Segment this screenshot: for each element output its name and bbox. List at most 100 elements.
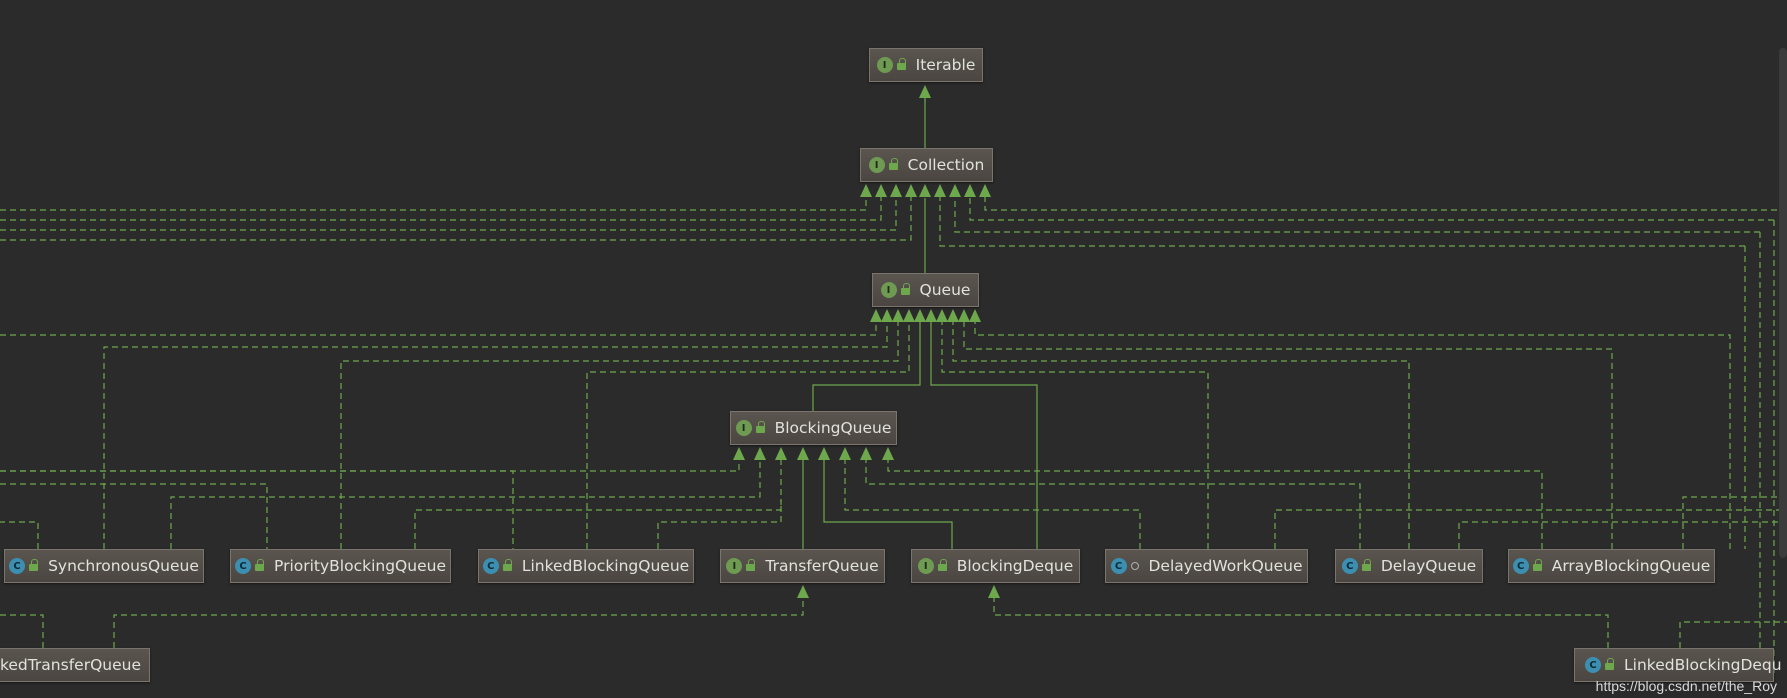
inheritance-edge <box>0 460 740 472</box>
node-label: LinkedBlockingDequ <box>1624 656 1782 674</box>
blocking-queue-arrowhead <box>754 447 766 460</box>
inheritance-edge <box>993 598 1609 648</box>
public-lock-icon <box>746 558 756 571</box>
public-lock-icon <box>900 282 911 295</box>
node-queue[interactable]: I Queue <box>872 273 979 307</box>
blocking-queue-arrowhead <box>733 447 745 460</box>
inheritance-edge <box>844 460 1141 549</box>
collection-arrowhead <box>860 184 872 197</box>
node-label: Iterable <box>915 56 976 74</box>
queue-arrowhead <box>870 309 882 322</box>
public-lock-icon <box>1605 657 1615 670</box>
blocking-deque-arrowhead <box>988 585 1000 598</box>
inheritance-edge <box>0 521 39 549</box>
node-linked-blocking-deque[interactable]: C LinkedBlockingDequ <box>1574 648 1782 682</box>
node-blocking-queue[interactable]: I BlockingQueue <box>730 411 897 445</box>
public-lock-icon <box>1532 558 1543 571</box>
node-label: nkedTransferQueue <box>0 656 141 674</box>
public-lock-icon <box>888 157 899 170</box>
node-label: SynchronousQueue <box>48 557 199 575</box>
node-label: TransferQueue <box>765 557 879 575</box>
interface-icon: I <box>876 57 893 73</box>
inheritance-edge <box>340 322 899 549</box>
collection-arrowhead <box>934 184 946 197</box>
inheritance-edge <box>1679 621 1787 648</box>
queue-arrowhead <box>881 309 893 322</box>
inheritance-edge <box>0 614 44 648</box>
node-label: Collection <box>907 156 985 174</box>
inheritance-edge <box>823 460 953 549</box>
collection-arrowhead <box>949 184 961 197</box>
collection-arrowhead <box>890 184 902 197</box>
interface-icon: I <box>868 157 885 173</box>
node-transfer-queue[interactable]: I TransferQueue <box>720 549 885 583</box>
inheritance-edge <box>0 470 514 549</box>
node-delay-queue[interactable]: C DelayQueue <box>1335 549 1483 583</box>
node-collection[interactable]: I Collection <box>860 148 993 182</box>
node-label: DelayedWorkQueue <box>1148 557 1303 575</box>
public-lock-icon <box>755 420 766 433</box>
inheritance-edge <box>969 197 1775 673</box>
queue-arrowhead <box>914 309 926 322</box>
blocking-queue-arrowhead <box>860 447 872 460</box>
inheritance-edge <box>0 197 882 221</box>
inheritance-edge <box>941 322 1209 549</box>
public-lock-icon <box>896 57 907 70</box>
collection-arrowhead <box>964 184 976 197</box>
class-icon: C <box>1585 657 1601 673</box>
node-blocking-deque[interactable]: I BlockingDeque <box>911 549 1080 583</box>
inheritance-edge <box>812 322 921 411</box>
collection-arrowhead <box>979 184 991 197</box>
inheritance-edge <box>0 483 268 549</box>
inheritance-edge <box>963 322 1613 549</box>
inheritance-edge <box>939 197 1746 549</box>
public-lock-icon <box>502 558 513 571</box>
queue-arrowhead <box>936 309 948 322</box>
inheritance-edge <box>113 598 804 648</box>
node-linked-blocking-queue[interactable]: C LinkedBlockingQueue <box>478 549 694 583</box>
blocking-queue-arrowhead <box>797 447 809 460</box>
inheritance-edge <box>954 197 1761 662</box>
class-icon: C <box>235 558 251 574</box>
interface-icon: I <box>880 282 897 298</box>
collection-arrowhead <box>875 184 887 197</box>
queue-arrowhead <box>969 309 981 322</box>
class-icon: C <box>9 558 26 574</box>
inheritance-edge <box>103 322 888 549</box>
node-label: Queue <box>919 281 971 299</box>
node-array-blocking-queue[interactable]: C ArrayBlockingQueue <box>1508 549 1715 583</box>
inheritance-edge <box>414 460 782 549</box>
arrowhead <box>919 85 931 98</box>
node-label: LinkedBlockingQueue <box>521 557 690 575</box>
package-private-icon <box>1130 562 1139 570</box>
vertical-scrollbar[interactable] <box>1779 48 1787 558</box>
inheritance-edge <box>0 197 897 231</box>
inheritance-edge <box>1458 521 1787 549</box>
interface-icon: I <box>917 558 934 574</box>
node-label: BlockingQueue <box>774 419 892 437</box>
node-label: ArrayBlockingQueue <box>1551 557 1711 575</box>
inheritance-edge <box>974 322 1731 549</box>
inheritance-edge <box>657 500 782 549</box>
collection-arrowhead <box>919 184 931 197</box>
public-lock-icon <box>1361 558 1372 571</box>
inheritance-edge <box>984 197 1787 211</box>
node-synchronous-queue[interactable]: C SynchronousQueue <box>4 549 204 583</box>
node-delayed-work-queue[interactable]: C DelayedWorkQueue <box>1105 549 1308 583</box>
node-priority-blocking-queue[interactable]: C PriorityBlockingQueue <box>230 549 451 583</box>
class-icon: C <box>1341 558 1358 574</box>
node-linked-transfer-queue[interactable]: nkedTransferQueue <box>0 648 150 682</box>
inheritance-edge <box>1682 496 1787 549</box>
transfer-queue-arrowhead <box>797 585 809 598</box>
inheritance-edge <box>887 460 1543 549</box>
blocking-queue-arrowhead <box>818 447 830 460</box>
public-lock-icon <box>255 558 265 571</box>
inheritance-edge <box>952 322 1410 549</box>
interface-icon: I <box>735 420 752 436</box>
blocking-queue-arrowhead <box>882 447 894 460</box>
blocking-queue-arrowhead <box>775 447 787 460</box>
interface-icon: I <box>726 558 743 574</box>
node-iterable[interactable]: I Iterable <box>869 48 983 82</box>
inheritance-edge <box>170 460 761 549</box>
